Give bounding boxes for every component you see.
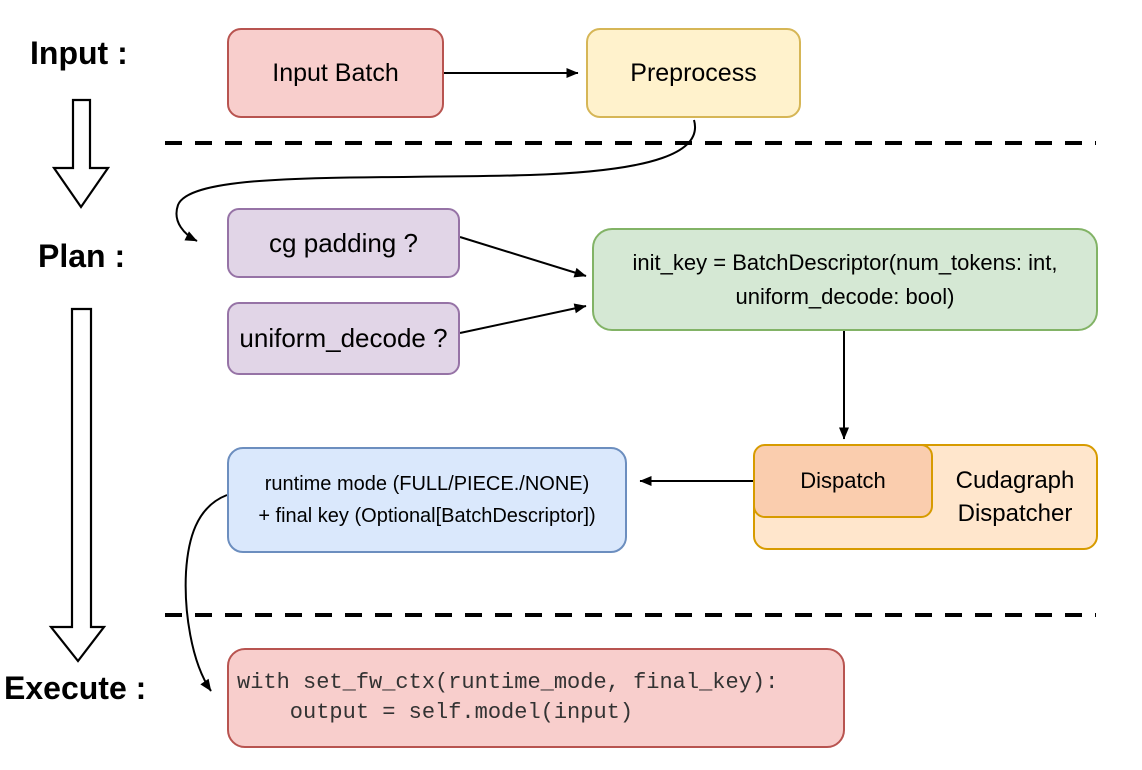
stage-arrow-input-to-plan [51,98,111,209]
stage-arrow-plan-to-execute [48,307,107,663]
edge-runtime-execute [184,494,228,692]
cudagraph-caption-line2: Dispatcher [957,500,1073,527]
stage-label-input: Input : [30,35,128,71]
cudagraph-dispatcher-caption: Cudagraph Dispatcher [935,446,1095,548]
stage-label-plan: Plan : [38,238,126,274]
node-init-key-line2: uniform_decode: bool) [735,283,955,309]
node-init-key: init_key = BatchDescriptor(num_tokens: i… [592,228,1098,331]
edge-uniformdecode-initkey [459,303,587,334]
node-init-key-line1: init_key = BatchDescriptor(num_tokens: i… [632,249,1058,275]
node-preprocess: Preprocess [586,28,801,118]
edge-cgpadding-initkey [459,236,587,278]
node-input-batch: Input Batch [227,28,444,118]
node-cg-padding-label: cg padding ? [269,227,418,258]
node-preprocess-label: Preprocess [630,58,757,87]
node-uniform-decode: uniform_decode ? [227,302,460,375]
node-runtime-line1: runtime mode (FULL/PIECE./NONE) [264,473,590,495]
node-runtime-line2: + final key (Optional[BatchDescriptor]) [258,505,596,527]
node-uniform-decode-label: uniform_decode ? [239,323,448,353]
execute-code-line1: with set_fw_ctx(runtime_mode, final_key)… [237,670,779,695]
execute-code-line2: output = self.model(input) [237,700,634,725]
node-input-batch-label: Input Batch [272,58,399,87]
node-runtime-mode: runtime mode (FULL/PIECE./NONE) + final … [227,447,627,553]
node-cg-padding: cg padding ? [227,208,460,278]
node-dispatch: Dispatch [753,444,933,518]
node-execute-code: with set_fw_ctx(runtime_mode, final_key)… [227,648,845,748]
node-dispatch-label: Dispatch [800,468,886,493]
stage-label-execute: Execute : [4,670,147,706]
cudagraph-caption-line1: Cudagraph [955,467,1075,494]
